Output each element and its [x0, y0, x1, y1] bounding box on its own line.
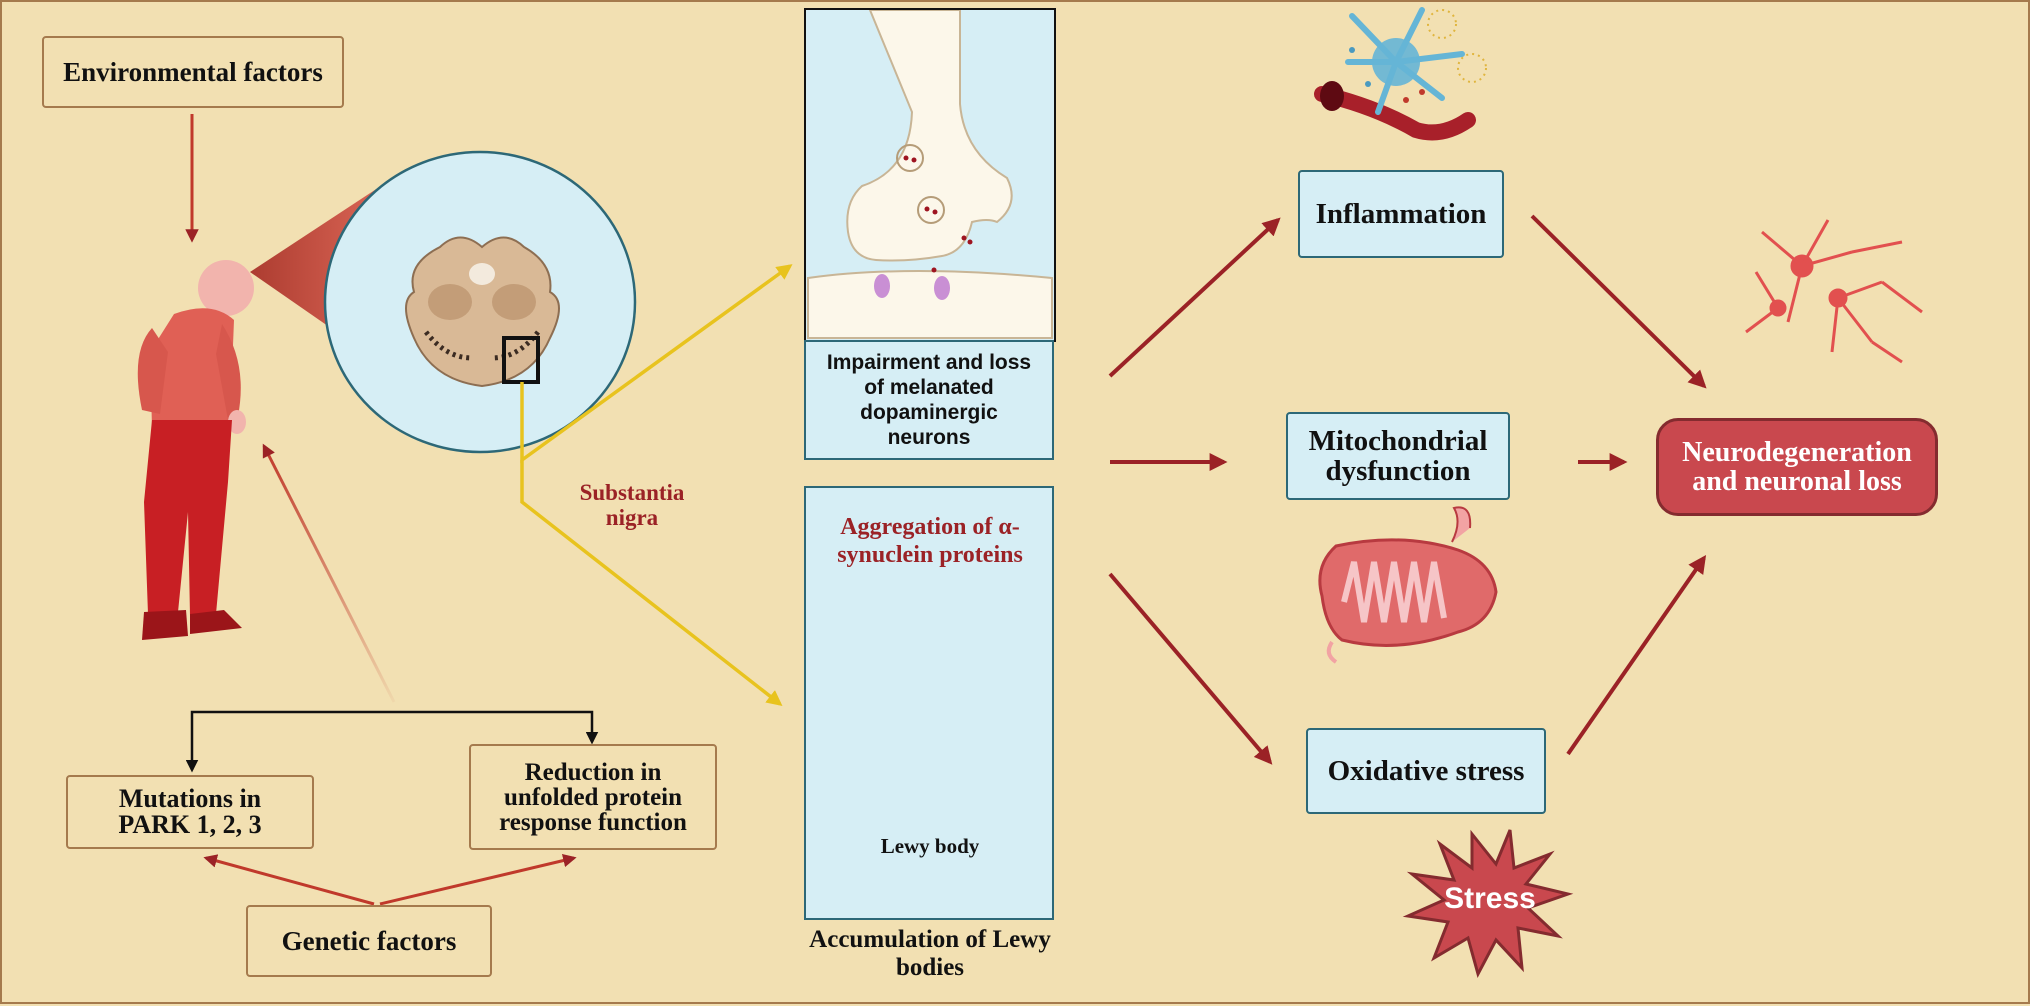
genetic-to-mutations-arrow [203, 854, 375, 906]
mitochondrial-box: Mitochondrial dysfunction [1286, 412, 1510, 500]
oxidative-to-outcome-arrow [1566, 555, 1707, 756]
genetic-to-patient-arrow [262, 443, 396, 703]
patient-figure [137, 260, 254, 640]
mutations-box: Mutations in PARK 1, 2, 3 [66, 775, 314, 849]
outcome-label: Neurodegeneration and neuronal loss [1682, 436, 1912, 497]
midbrain-magnifier [323, 150, 637, 454]
inflammation-box: Inflammation [1298, 170, 1504, 258]
to-oxidative-arrow [1108, 572, 1273, 765]
stress-starburst [1402, 829, 1574, 979]
aggregation-title: Aggregation of α-synuclein proteins [837, 514, 1023, 568]
stress-badge-label: Stress [1444, 882, 1536, 915]
genetic-factors-box: Genetic factors [246, 905, 492, 977]
inflamed-neuron-illustration [1314, 7, 1487, 141]
nigra-to-lewy-arrow [520, 460, 783, 706]
synapse-caption: Impairment and loss of melanated dopamin… [826, 350, 1032, 450]
oxidative-label: Oxidative stress [1327, 754, 1525, 787]
oxidative-box: Oxidative stress [1306, 728, 1546, 814]
reduction-box: Reduction in unfolded protein response f… [469, 744, 717, 850]
synapse-caption-box: Impairment and loss of melanated dopamin… [804, 340, 1054, 460]
to-inflammation-arrow [1108, 217, 1281, 378]
lewy-caption: Accumulation of Lewy bodies [809, 926, 1051, 981]
synapse-panel [804, 8, 1056, 342]
genetic-to-reduction-arrow [379, 853, 577, 906]
inflammation-to-outcome-arrow [1530, 214, 1707, 389]
substantia-nigra-label: Substantia nigra [579, 480, 685, 531]
environmental-factors-label: Environmental factors [63, 56, 323, 87]
environmental-factors-box: Environmental factors [42, 36, 344, 108]
mutations-label: Mutations in PARK 1, 2, 3 [118, 784, 262, 839]
mitochondrion-illustration [1318, 506, 1498, 664]
lewy-panel [804, 486, 1054, 920]
lewy-body-label: Lewy body [880, 834, 980, 858]
mitochondrial-label: Mitochondrial dysfunction [1308, 424, 1488, 487]
synapse-illustration [806, 9, 1054, 340]
outcome-box: Neurodegeneration and neuronal loss [1656, 418, 1938, 516]
inflammation-label: Inflammation [1315, 197, 1487, 230]
reduction-label: Reduction in unfolded protein response f… [499, 758, 687, 836]
degenerating-neurons-illustration [1745, 219, 1923, 364]
tree-arrow-right [380, 710, 599, 745]
genetic-factors-label: Genetic factors [281, 925, 457, 956]
tree-arrow-left [185, 710, 380, 773]
